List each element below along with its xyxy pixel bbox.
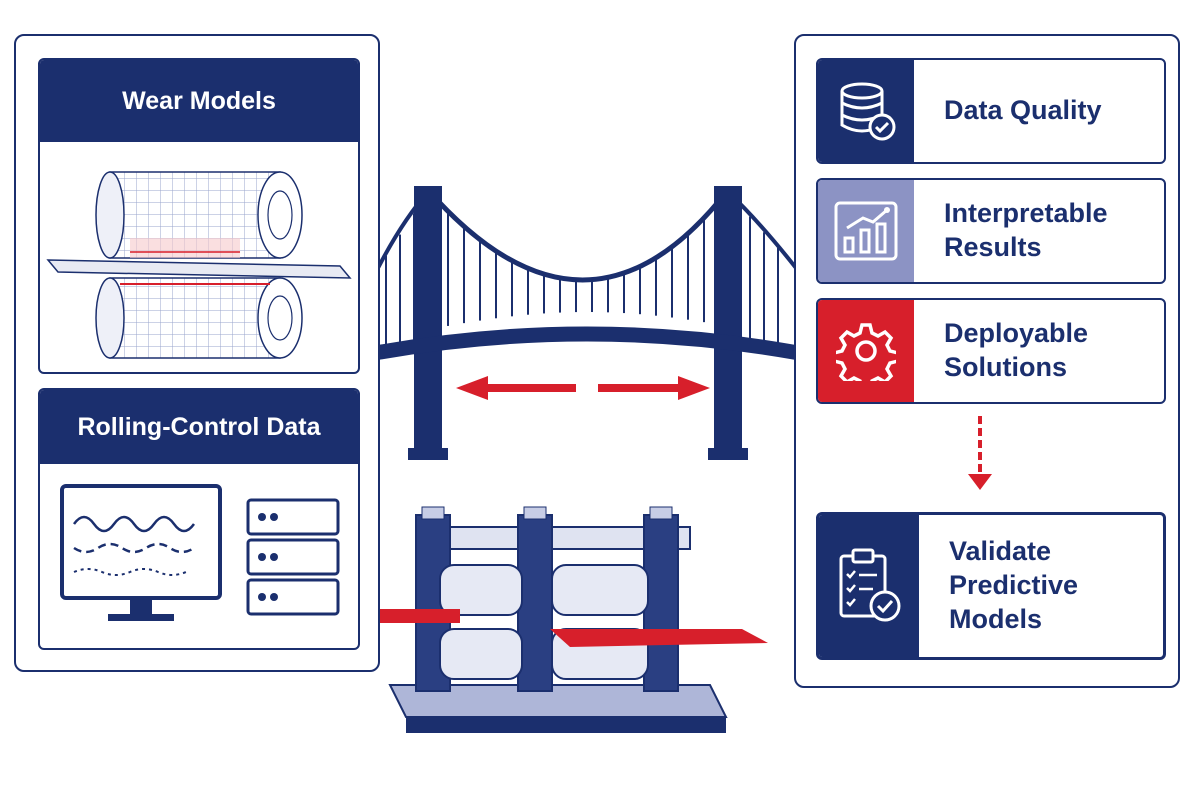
interpretable-results-item: Interpretable Results	[816, 178, 1166, 284]
bridge	[378, 186, 796, 460]
upper-roll	[95, 171, 303, 259]
data-quality-label: Data Quality	[944, 95, 1102, 126]
monitor-server-illustration	[60, 484, 340, 621]
metal-strip-red	[380, 609, 460, 623]
gear-icon	[818, 300, 914, 402]
deployable-solutions-label: Deployable Solutions	[944, 318, 1089, 382]
metal-strip	[46, 259, 352, 279]
data-quality-item: Data Quality	[816, 58, 1166, 164]
wear-models-card: Wear Models	[38, 58, 360, 374]
validate-models-label: Validate Predictive Models	[949, 536, 1079, 634]
dashed-connector	[978, 416, 982, 472]
bridge-illustration	[378, 186, 796, 460]
validate-models-item: Validate Predictive Models	[816, 512, 1166, 660]
lower-roll	[95, 277, 303, 359]
monitor-icon	[60, 484, 222, 621]
database-check-icon	[818, 60, 914, 162]
deployable-solutions-item: Deployable Solutions	[816, 298, 1166, 404]
arrow-right-icon	[598, 376, 710, 400]
interpretable-results-label: Interpretable Results	[944, 198, 1108, 262]
arrow-left-icon	[456, 376, 576, 400]
right-panel: Data Quality Interpretable Results D	[794, 34, 1180, 688]
arrow-down-icon	[968, 474, 992, 490]
left-panel: Wear Models	[14, 34, 380, 672]
rolling-control-card: Rolling-Control Data	[38, 388, 360, 650]
server-rack-icon	[246, 498, 340, 616]
rolls-illustration	[46, 171, 352, 359]
metal-strip-red-out	[550, 629, 768, 647]
rolling-control-title: Rolling-Control Data	[40, 390, 358, 464]
rolling-mill-illustration	[380, 506, 768, 733]
chart-icon	[818, 180, 914, 282]
wear-models-title: Wear Models	[40, 60, 358, 142]
bidirectional-arrows	[456, 376, 710, 400]
rolling-mill	[380, 506, 768, 733]
clipboard-check-icon	[819, 515, 919, 657]
